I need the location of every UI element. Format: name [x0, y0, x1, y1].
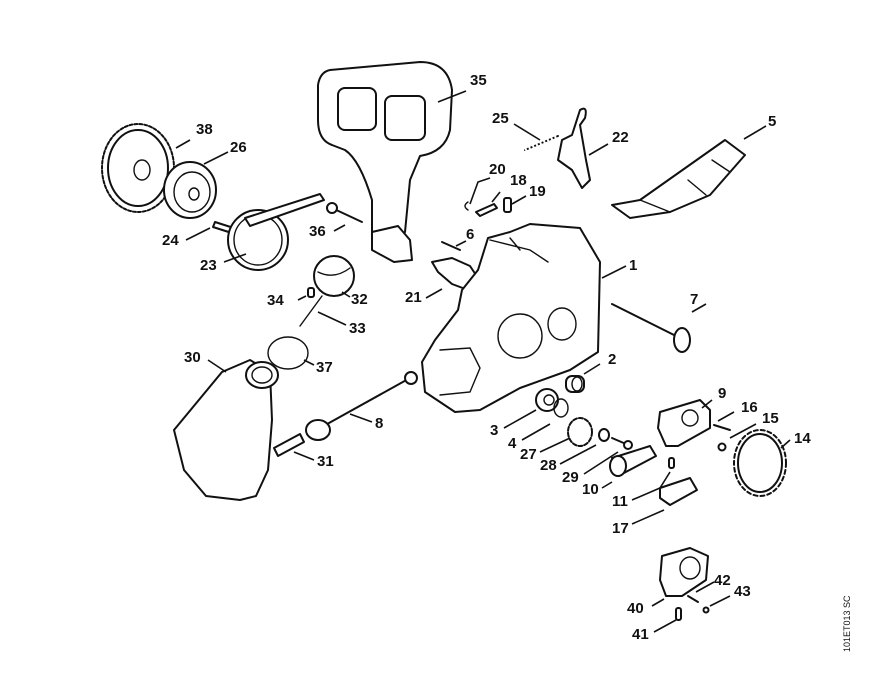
part-27-gear: [567, 417, 593, 447]
part-1-crankcase: [421, 223, 601, 413]
callout-34: 34: [267, 292, 284, 309]
callout-3: 3: [490, 422, 499, 439]
callout-35: 35: [470, 72, 487, 89]
part-31-filter: [273, 433, 305, 457]
callout-16: 16: [741, 399, 758, 416]
callout-24: 24: [162, 232, 179, 249]
part-32-cap: [313, 255, 355, 297]
callout-32: 32: [351, 291, 368, 308]
part-10-worm: [609, 445, 657, 477]
callout-10: 10: [582, 481, 599, 498]
leader-lines: [175, 90, 791, 633]
part-26-clutch-drum: [163, 161, 217, 219]
part-11-pin: [668, 457, 675, 469]
part-9-pump-housing: [657, 399, 711, 447]
callout-25: 25: [492, 110, 509, 127]
part-43-ball: [702, 606, 710, 614]
part-36-screw: [326, 202, 363, 223]
callout-20: 20: [489, 161, 506, 178]
reference-code: 101ET013 SC: [842, 595, 852, 652]
part-42-spring: [687, 595, 699, 603]
callout-21: 21: [405, 289, 422, 306]
callout-4: 4: [508, 435, 517, 452]
callout-31: 31: [317, 453, 334, 470]
part-30-oil-tank: [173, 359, 279, 501]
part-18-link: [475, 203, 498, 217]
part-33-strap: [299, 295, 323, 327]
callout-37: 37: [316, 359, 333, 376]
part-7-bolt: [611, 303, 691, 353]
callout-6: 6: [466, 226, 475, 243]
part-16-screw: [713, 424, 731, 431]
callout-14: 14: [794, 430, 811, 447]
part-38-sprocket: [101, 123, 175, 213]
part-19-spring: [503, 197, 512, 213]
callout-26: 26: [230, 139, 247, 156]
part-4-circlip: [553, 398, 569, 418]
part-22-lever: [557, 107, 591, 189]
part-15-washer: [717, 442, 727, 452]
callout-40: 40: [627, 600, 644, 617]
callout-29: 29: [562, 469, 579, 486]
part-17-block: [659, 477, 698, 506]
part-8-oil-hose: [305, 371, 418, 441]
part-41-pin: [675, 607, 682, 621]
part-34-pin: [307, 287, 315, 298]
callout-41: 41: [632, 626, 649, 643]
part-35-handguard: [317, 61, 453, 263]
callout-33: 33: [349, 320, 366, 337]
part-29-screw: [611, 437, 633, 450]
part-20-clip: [464, 201, 469, 211]
callout-38: 38: [196, 121, 213, 138]
callout-2: 2: [608, 351, 617, 368]
part-37-o-ring: [267, 336, 309, 370]
callout-42: 42: [714, 572, 731, 589]
callout-1: 1: [629, 257, 638, 274]
callout-5: 5: [768, 113, 777, 130]
callout-23: 23: [200, 257, 217, 274]
callout-30: 30: [184, 349, 201, 366]
callout-7: 7: [690, 291, 699, 308]
part-28-washer: [598, 428, 610, 442]
callout-28: 28: [540, 457, 557, 474]
part-14-gear: [733, 429, 787, 497]
callout-27: 27: [520, 446, 537, 463]
callout-9: 9: [718, 385, 727, 402]
part-2-bearing: [565, 375, 585, 393]
callout-11: 11: [612, 493, 628, 510]
part-40-pump-housing: [659, 547, 709, 597]
callout-8: 8: [375, 415, 384, 432]
callout-19: 19: [529, 183, 546, 200]
callout-36: 36: [309, 223, 326, 240]
callout-17: 17: [612, 520, 629, 537]
callout-22: 22: [612, 129, 629, 146]
callout-18: 18: [510, 172, 527, 189]
part-6-stud: [441, 241, 461, 251]
callout-43: 43: [734, 583, 751, 600]
part-5-plate: [611, 139, 746, 219]
part-25-spring: [524, 133, 559, 153]
callout-15: 15: [762, 410, 779, 427]
